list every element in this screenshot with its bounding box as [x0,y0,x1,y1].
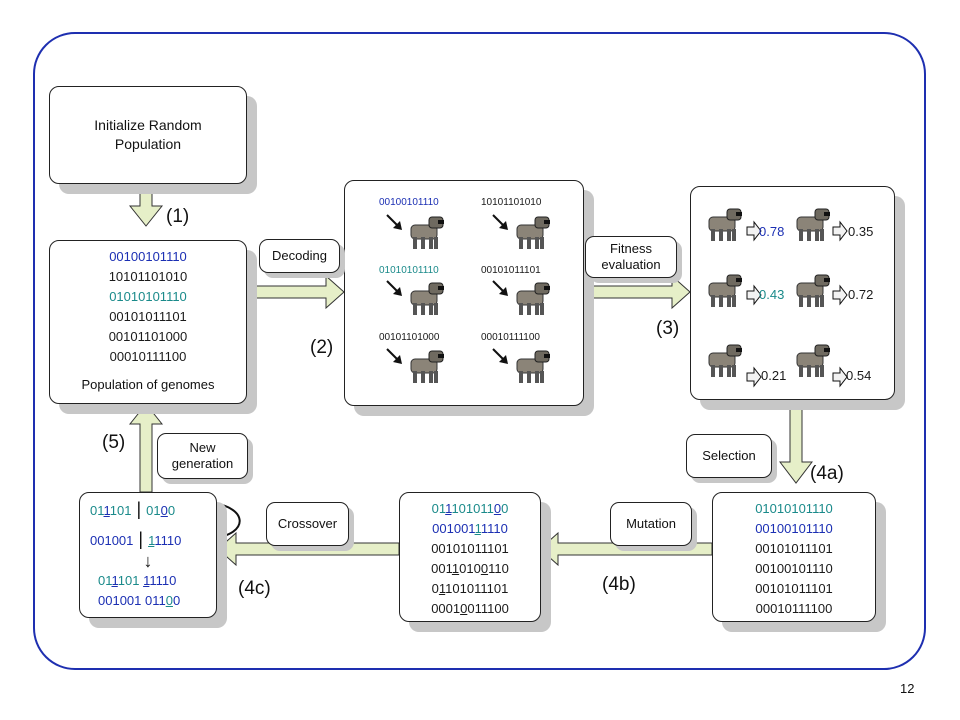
child-genome-2: 001001 01100 [98,593,181,608]
fitness-box: 0.78 0.35 0.43 0.72 0.21 0.54 [690,186,895,400]
genome: 00010011100 [431,601,509,616]
mutated-box: 01110101100 00100111110 00101011101 0011… [399,492,541,622]
arrow-decoded-to-fitness [583,274,691,310]
genome: 10101101010 [108,269,188,284]
decoded-genome: 00101011101 [481,265,541,276]
genome: 01010101110 [755,501,833,516]
init-line2: Population [114,136,182,152]
fitness-value: 0.72 [848,287,874,302]
genome: 01010101110 [109,289,187,304]
robot-dog-icons [386,214,551,384]
step-4b-label: (4b) [602,574,636,595]
genome: 00101011101 [109,309,187,324]
genome: 00100101110 [109,249,187,264]
decoded-genome: 00010111100 [481,332,540,343]
down-arrow: ↓ [143,551,153,571]
parent-genome-1: 011101 | 0100 [90,499,176,519]
arrow-population-to-decoded [246,274,345,310]
arrow-init-to-population [128,185,164,227]
fitness-value: 0.43 [759,287,785,302]
genome: 00101011101 [755,541,833,556]
parent-genome-2: 001001 | 11110 [90,529,182,549]
crossover-label: Crossover [266,502,349,546]
selection-label: Selection [686,434,772,478]
step-2-label: (2) [310,337,334,358]
decoded-genome: 01010101110 [379,265,439,276]
step-4c-label: (4c) [238,578,271,599]
arrow-selected-to-mutated [539,531,713,567]
fitness-value: 0.35 [848,224,874,239]
selected-box: 01010101110 00100101110 00101011101 0010… [712,492,876,622]
genome: 00010111100 [755,601,833,616]
genome: 00110100110 [431,561,509,576]
population-caption: Population of genomes [81,377,215,392]
child-genome-1: 011101 11110 [98,573,177,588]
decoded-genome: 10101101010 [481,197,542,208]
swap-arrow [204,501,241,539]
slide-frame [33,32,926,670]
step-4a-label: (4a) [810,463,844,484]
arrow-fitness-to-selected [778,403,814,484]
arrow-crossover-to-population [128,403,164,493]
step-3-label: (3) [656,318,680,339]
genome: 00101011101 [431,541,509,556]
decoded-robots-box: 00100101110 10101101010 01010101110 0010… [344,180,584,406]
genome: 00100111110 [432,521,508,536]
slide-number: 12 [900,681,915,696]
genome: 00101101000 [108,329,188,344]
genome: 00010111100 [109,349,187,364]
fitness-value: 0.21 [761,368,787,383]
decoded-genome: 00101101000 [379,332,440,343]
mutation-label: Mutation [610,502,692,546]
genome: 01101011101 [431,581,509,596]
crossover-box: 011101 | 0100 001001 | 11110 ↓ 011101 11… [79,492,217,618]
decoded-genome: 00100101110 [379,197,439,208]
init-random-population-box: Initialize Random Population [49,86,247,184]
step-5-label: (5) [102,432,126,453]
genome: 00100101110 [755,561,833,576]
step-1-label: (1) [166,206,190,227]
arrow-mutated-to-crossover [217,531,400,567]
decoding-label: Decoding [259,239,340,273]
init-line1: Initialize Random [94,117,202,133]
genome: 01110101100 [431,501,509,516]
population-box: 00100101110 10101101010 01010101110 0010… [49,240,247,404]
genome: 00100101110 [755,521,833,536]
genome: 00101011101 [755,581,833,596]
fitness-value: 0.54 [846,368,872,383]
fitness-value: 0.78 [759,224,785,239]
